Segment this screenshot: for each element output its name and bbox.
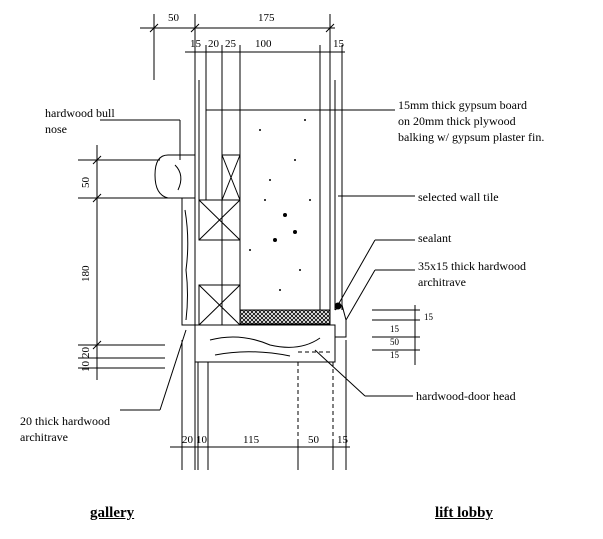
dim-top-15b: 15	[333, 38, 344, 50]
dim-right-15b: 15	[390, 350, 399, 360]
dim-bottom-50: 50	[308, 434, 319, 446]
dim-top-175: 175	[258, 12, 275, 24]
label-hardwood-bull-nose-2: nose	[45, 122, 67, 136]
dim-left-180: 180	[80, 265, 92, 283]
left-architrave	[181, 197, 196, 326]
label-architrave-left-2: architrave	[20, 430, 68, 444]
bull-nose	[154, 154, 196, 199]
wall-structure	[194, 80, 343, 326]
label-gypsum-1: 15mm thick gypsum board	[398, 98, 527, 112]
dim-top-25: 25	[225, 38, 236, 50]
dim-bottom-20: 20	[182, 434, 193, 446]
concrete-fill	[249, 119, 311, 291]
dim-bottom-115: 115	[243, 434, 260, 446]
label-architrave-right-1: 35x15 thick hardwood	[418, 259, 526, 273]
dim-top-50: 50	[168, 12, 179, 24]
label-sealant: sealant	[418, 231, 452, 245]
right-architrave	[334, 302, 347, 338]
label-wall-tile: selected wall tile	[418, 190, 499, 204]
dim-top-15a: 15	[190, 38, 201, 50]
dim-right-15a: 15	[390, 324, 399, 334]
door-head	[194, 324, 336, 470]
label-architrave-right-2: architrave	[418, 275, 466, 289]
dim-left-10: 10	[80, 361, 92, 372]
label-door-head: hardwood-door head	[416, 389, 516, 403]
dim-left-50: 50	[80, 177, 92, 188]
label-gypsum-2: on 20mm thick plywood	[398, 114, 516, 128]
dim-top-100: 100	[255, 38, 272, 50]
dim-left-20: 20	[80, 347, 92, 358]
top-dimension-lines	[140, 14, 345, 80]
dim-right-50: 50	[390, 337, 399, 347]
left-vertical-dimension	[78, 145, 180, 380]
dim-top-20: 20	[208, 38, 219, 50]
dim-right-15-outer: 15	[424, 312, 433, 322]
label-hardwood-bull-nose-1: hardwood bull	[45, 106, 115, 120]
right-small-dimension	[372, 305, 420, 365]
dim-bottom-15: 15	[337, 434, 348, 446]
label-architrave-left-1: 20 thick hardwood	[20, 414, 110, 428]
label-gypsum-3: balking w/ gypsum plaster fin.	[398, 130, 545, 144]
title-lift-lobby: lift lobby	[435, 505, 493, 521]
sealant-strip	[239, 309, 331, 325]
leader-lines	[100, 109, 415, 411]
title-gallery: gallery	[90, 505, 135, 521]
dim-bottom-10: 10	[196, 434, 207, 446]
bottom-dimension-lines	[170, 340, 350, 470]
